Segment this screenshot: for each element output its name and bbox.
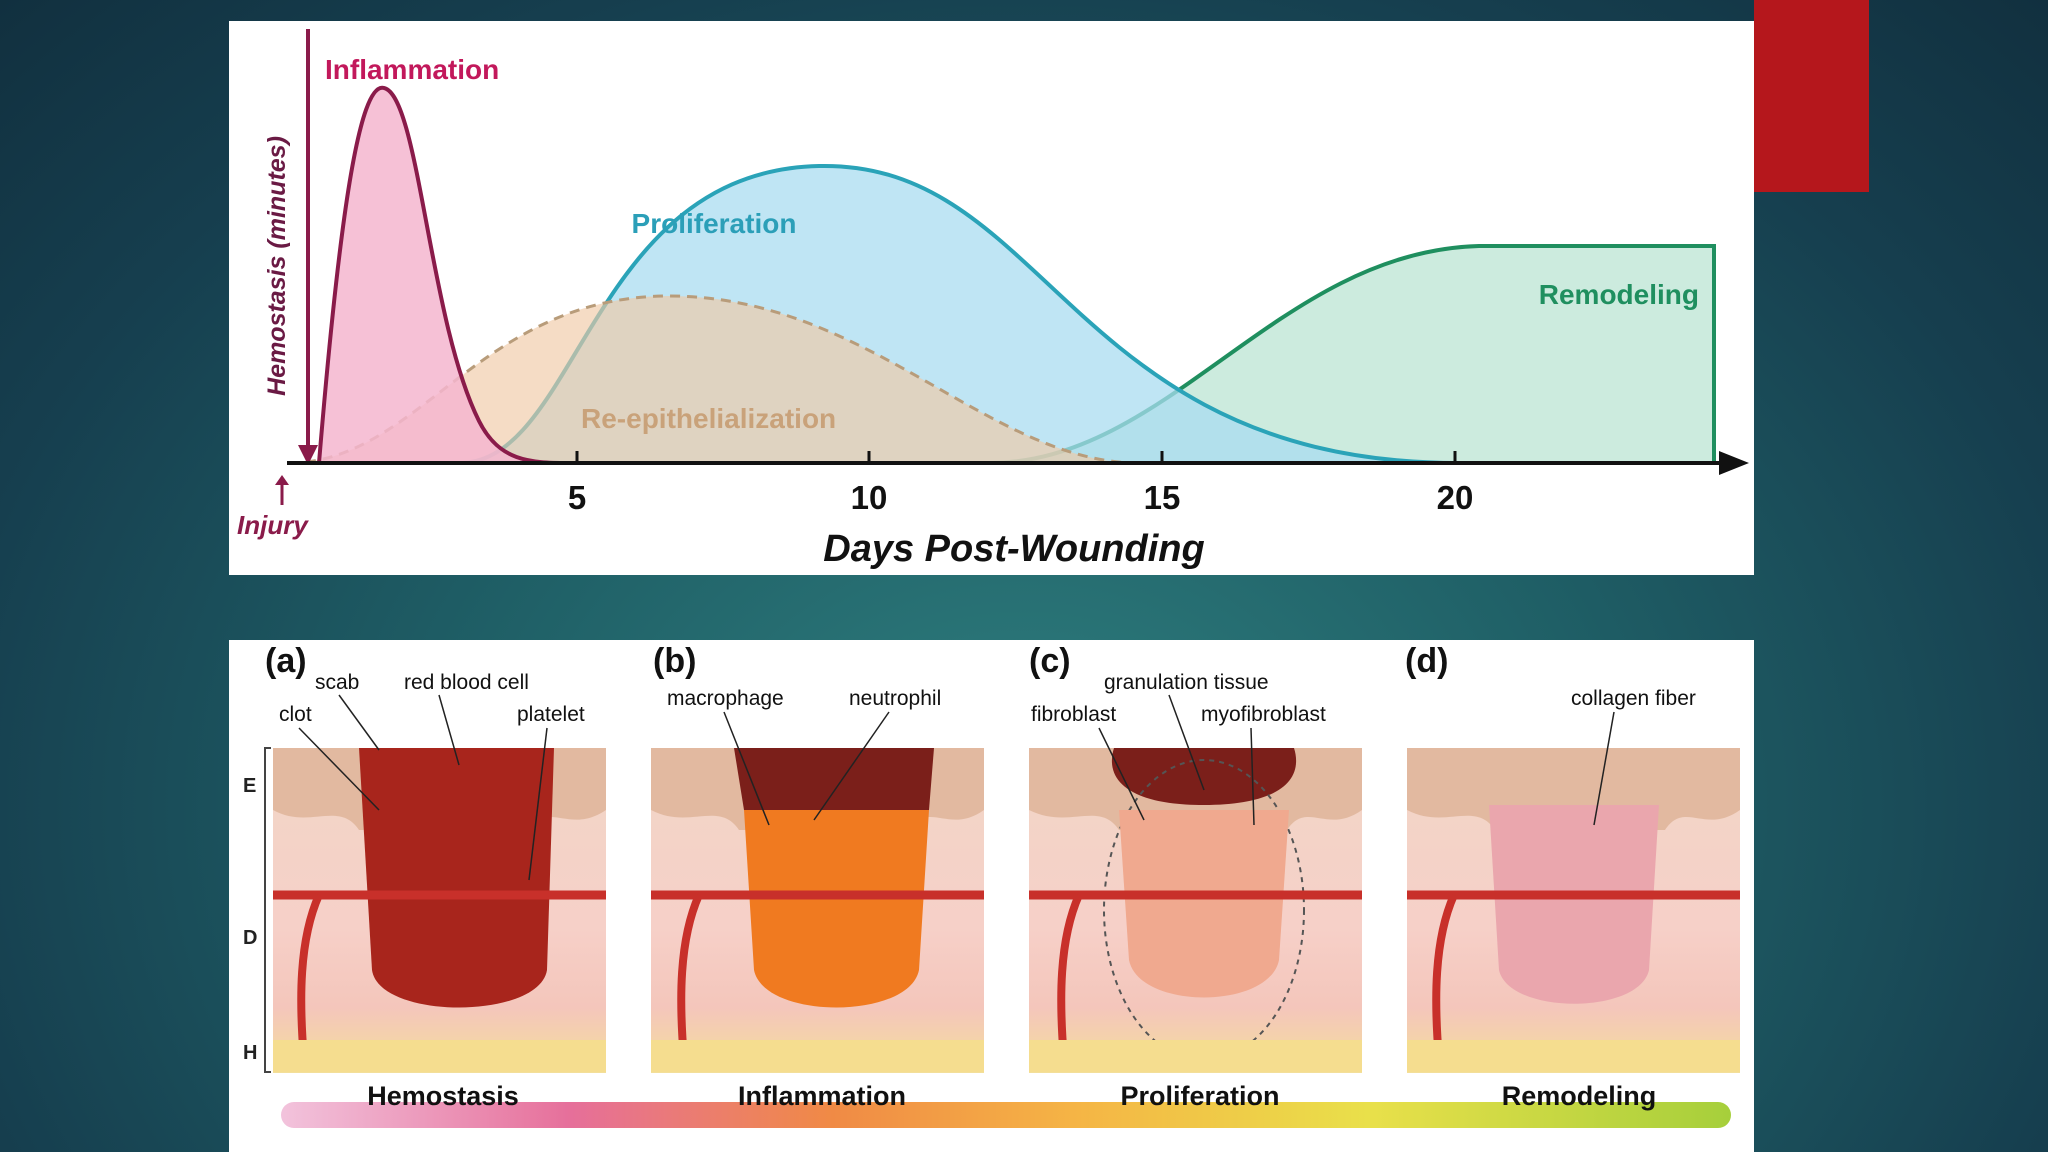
tick-label-15: 15	[1144, 479, 1181, 516]
leader-fibroblast	[1098, 727, 1145, 821]
timeline-svg: 5 10 15 20 Injury Hemostasis (minutes) D…	[237, 29, 1749, 570]
tick-label-5: 5	[568, 479, 586, 516]
stage-panel-inflammation	[651, 748, 984, 1073]
fat-layer-d	[1407, 1040, 1740, 1072]
wound-b	[744, 810, 929, 1008]
stage-name-inflammation: Inflammation	[738, 1081, 906, 1111]
layer-bracket	[264, 747, 271, 1073]
label-collagen-fiber: collagen fiber	[1571, 687, 1696, 710]
red-accent-block	[1754, 0, 1869, 192]
panel-letter-b: (b)	[653, 642, 696, 680]
scar-tissue-d	[1489, 805, 1659, 1004]
layer-label-hypodermis: H	[243, 1042, 257, 1064]
label-red-blood-cell: red blood cell	[404, 671, 529, 694]
granulation-tissue-c	[1119, 810, 1289, 998]
y-axis-label: Hemostasis (minutes)	[263, 136, 291, 396]
leader-platelet	[528, 727, 548, 881]
stages-svg: E D H	[243, 642, 1740, 1128]
wound-stages-illustration: E D H	[229, 640, 1754, 1152]
layer-label-dermis: D	[243, 927, 257, 949]
label-scab: scab	[315, 671, 359, 694]
x-axis-arrowhead	[1719, 451, 1749, 475]
granulation-boundary-c	[1103, 759, 1305, 1061]
leader-red-blood-cell	[438, 694, 460, 766]
stage-name-remodeling: Remodeling	[1502, 1081, 1657, 1111]
label-neutrophil: neutrophil	[849, 687, 941, 710]
stage-name-hemostasis: Hemostasis	[367, 1081, 519, 1111]
tick-label-10: 10	[851, 479, 888, 516]
layer-label-epidermis: E	[243, 775, 256, 797]
x-axis-label: Days Post-Wounding	[823, 528, 1204, 570]
panel-letter-d: (d)	[1405, 642, 1448, 680]
leader-macrophage	[723, 711, 770, 826]
leader-collagen-fiber	[1593, 711, 1615, 826]
panel-letter-c: (c)	[1029, 642, 1071, 680]
injury-label: Injury	[237, 510, 309, 540]
phase-gradient-bar	[281, 1102, 1731, 1128]
fat-layer-c	[1029, 1040, 1362, 1072]
stage-panel-remodeling	[1407, 748, 1740, 1073]
label-platelet: platelet	[517, 703, 585, 726]
leader-scab	[338, 694, 380, 751]
leader-clot	[298, 727, 380, 811]
wound-healing-timeline-chart: 5 10 15 20 Injury Hemostasis (minutes) D…	[229, 21, 1754, 575]
vessel-branch-d	[1432, 893, 1458, 1061]
label-clot: clot	[279, 703, 312, 726]
tick-label-20: 20	[1437, 479, 1474, 516]
scab-b	[734, 748, 934, 810]
fat-layer-b	[651, 1040, 984, 1072]
scab-c	[1111, 748, 1297, 805]
x-ticks	[575, 451, 1457, 463]
stage-name-proliferation: Proliferation	[1120, 1081, 1279, 1111]
stage-panel-proliferation	[1029, 748, 1362, 1073]
phase-label-proliferation: Proliferation	[632, 208, 797, 239]
clot-a	[359, 748, 554, 1008]
phase-label-remodeling: Remodeling	[1539, 279, 1699, 310]
label-fibroblast: fibroblast	[1031, 703, 1116, 726]
panel-letter-a: (a)	[265, 642, 307, 680]
leader-myofibroblast	[1250, 727, 1255, 826]
inflammation-curve	[316, 85, 570, 465]
leader-granulation	[1168, 694, 1205, 791]
injury-arrowhead	[275, 475, 289, 485]
leader-neutrophil	[813, 711, 890, 821]
stage-panel-hemostasis	[273, 748, 606, 1073]
y-axis-arrowhead	[298, 445, 318, 465]
vessel-branch-c	[1057, 893, 1083, 1061]
label-macrophage: macrophage	[667, 687, 784, 710]
vessel-branch-b	[677, 893, 703, 1061]
fat-layer-a	[273, 1040, 606, 1072]
phase-label-inflammation: Inflammation	[325, 54, 499, 85]
label-granulation-tissue: granulation tissue	[1104, 671, 1269, 694]
label-myofibroblast: myofibroblast	[1201, 703, 1326, 726]
vessel-branch-a	[297, 893, 323, 1061]
phase-label-reepithelialization: Re-epithelialization	[581, 403, 836, 434]
